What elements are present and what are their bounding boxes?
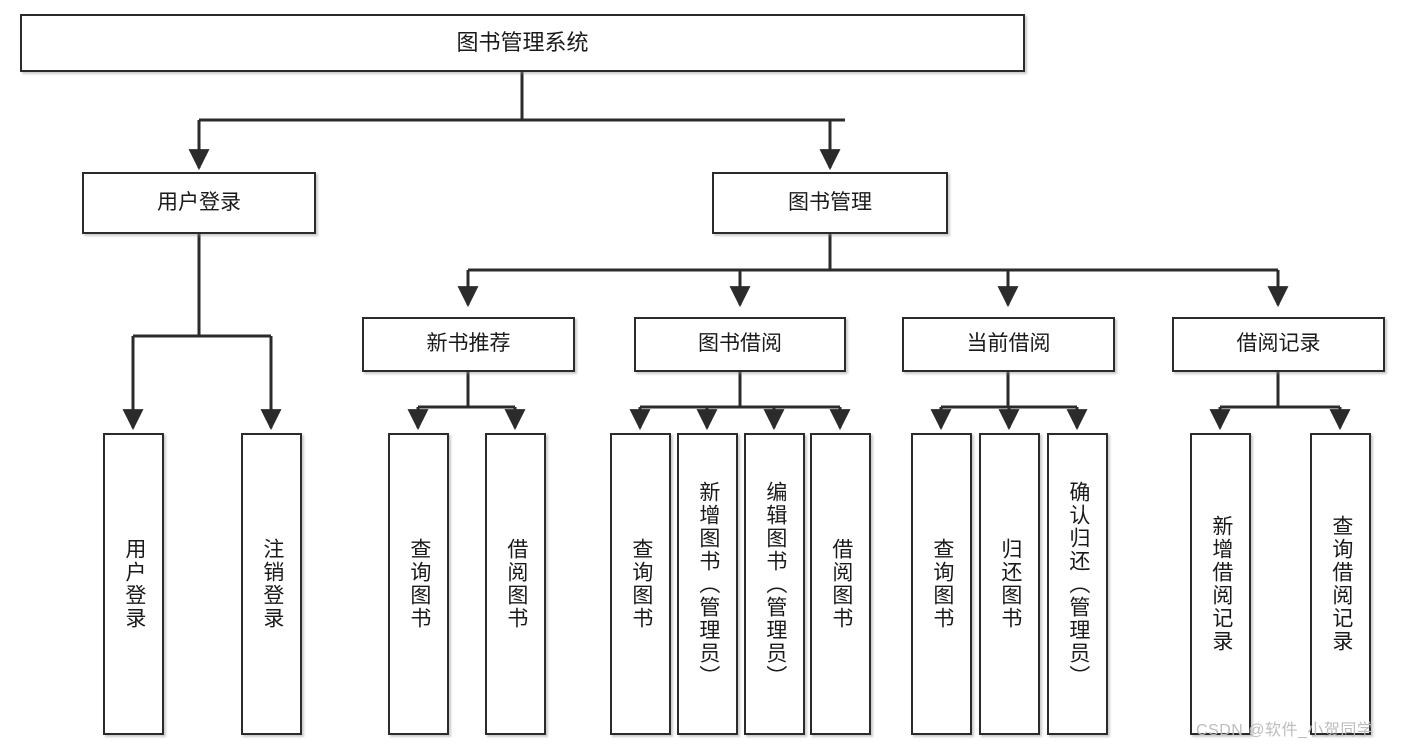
node-book-management[interactable]: 图书管理 (712, 172, 948, 234)
leaf-book-borrow-query-book[interactable]: 查询图书 (610, 433, 671, 735)
node-user-login[interactable]: 用户登录 (82, 172, 316, 234)
node-label: 归还图书 (998, 538, 1022, 630)
node-label: 用户登录 (122, 538, 146, 630)
node-label: 查询借阅记录 (1329, 515, 1353, 653)
leaf-book-borrow-borrow-book[interactable]: 借阅图书 (810, 433, 871, 735)
node-label: 新增借阅记录 (1209, 515, 1233, 653)
node-label: 查询图书 (407, 538, 431, 630)
leaf-book-borrow-add-book-admin[interactable]: 新增图书（管理员） (677, 433, 738, 735)
leaf-user-login-logout[interactable]: 注销登录 (241, 433, 302, 735)
leaf-borrow-record-query-record[interactable]: 查询借阅记录 (1310, 433, 1371, 735)
node-label: 图书借阅 (698, 332, 782, 356)
node-label: 新书推荐 (426, 332, 511, 356)
leaf-new-book-query-book[interactable]: 查询图书 (388, 433, 449, 735)
node-label: 查询图书 (930, 538, 954, 630)
leaf-current-borrow-query-book[interactable]: 查询图书 (911, 433, 972, 735)
leaf-book-borrow-edit-book-admin[interactable]: 编辑图书（管理员） (744, 433, 805, 735)
node-label: 用户登录 (157, 190, 241, 214)
node-root-book-management-system[interactable]: 图书管理系统 (20, 14, 1025, 72)
node-new-book-recommend[interactable]: 新书推荐 (362, 317, 575, 372)
node-current-borrow[interactable]: 当前借阅 (902, 317, 1115, 372)
node-book-borrow[interactable]: 图书借阅 (634, 317, 846, 372)
node-label: 编辑图书（管理员） (763, 480, 787, 688)
node-label: 借阅记录 (1236, 332, 1321, 356)
node-label: 当前借阅 (966, 332, 1051, 356)
node-label: 借阅图书 (829, 538, 853, 630)
leaf-current-borrow-confirm-return-admin[interactable]: 确认归还（管理员） (1047, 433, 1108, 735)
leaf-user-login-login[interactable]: 用户登录 (103, 433, 164, 735)
leaf-new-book-borrow-book[interactable]: 借阅图书 (485, 433, 546, 735)
leaf-borrow-record-add-record[interactable]: 新增借阅记录 (1190, 433, 1251, 735)
node-label: 借阅图书 (504, 538, 528, 630)
leaf-current-borrow-return-book[interactable]: 归还图书 (979, 433, 1040, 735)
node-label: 注销登录 (260, 538, 284, 630)
node-borrow-record[interactable]: 借阅记录 (1172, 317, 1385, 372)
node-label: 查询图书 (629, 538, 653, 630)
csdn-watermark: CSDN @软件_小贺同学 (1196, 722, 1374, 739)
node-label: 图书管理 (788, 190, 872, 214)
node-label: 确认归还（管理员） (1066, 480, 1090, 688)
node-label: 新增图书（管理员） (696, 480, 720, 688)
node-label: 图书管理系统 (456, 30, 589, 56)
